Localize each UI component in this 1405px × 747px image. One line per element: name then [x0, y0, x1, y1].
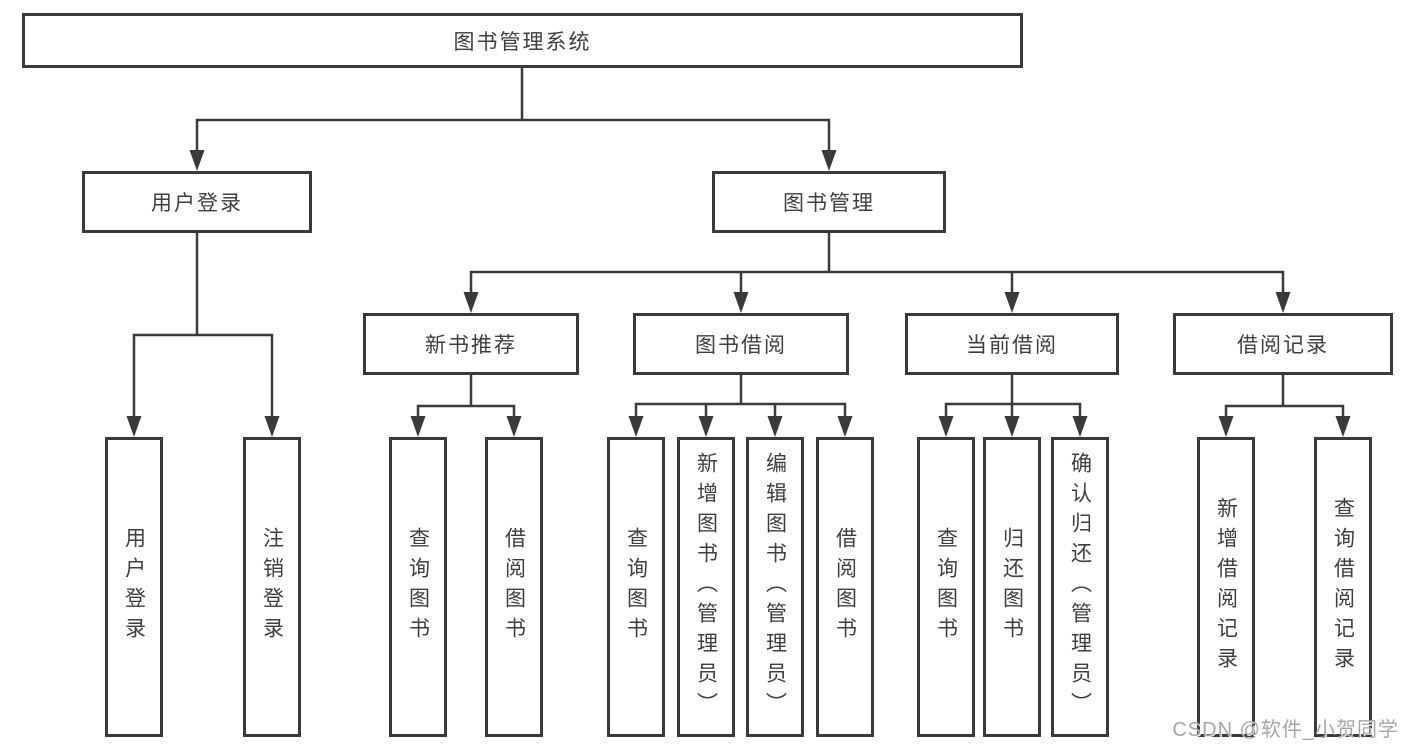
node-leaf-query-books: 查询图书 [389, 437, 447, 737]
connector-book-mgmt-group [469, 231, 1285, 297]
node-leaf-edit-book-admin: 编辑图书（管理员） [746, 437, 804, 737]
node-book-mgmt: 图书管理 [712, 171, 946, 233]
node-label: 图书借阅 [695, 334, 787, 357]
arrowhead [733, 292, 749, 313]
arrowhead [1072, 416, 1088, 437]
node-label: 查询图书 [406, 527, 430, 647]
node-leaf-add-borrow-record: 新增借阅记录 [1197, 437, 1255, 737]
node-label: 用户登录 [122, 527, 146, 647]
node-leaf-user-login: 用户登录 [105, 437, 163, 737]
arrowhead [1004, 416, 1020, 437]
arrowhead [938, 416, 954, 437]
arrowheads [126, 150, 1351, 437]
node-leaf-return-book: 归还图书 [983, 437, 1041, 737]
arrowhead [463, 292, 479, 313]
arrowhead [821, 150, 837, 171]
node-leaf-query-borrow-record: 查询借阅记录 [1314, 437, 1372, 737]
connector-user-login-group [132, 231, 274, 421]
node-label: 确认归还（管理员） [1068, 452, 1092, 722]
node-label: 归还图书 [1000, 527, 1024, 647]
connector-current-borrow-group [944, 373, 1082, 421]
node-leaf-confirm-return-admin: 确认归还（管理员） [1051, 437, 1109, 737]
node-label: 用户登录 [151, 192, 243, 215]
arrowhead [767, 416, 783, 437]
node-label: 编辑图书（管理员） [763, 452, 787, 722]
node-new-book-rec: 新书推荐 [363, 313, 579, 375]
arrowhead [1275, 292, 1291, 313]
arrowhead [628, 416, 644, 437]
node-leaf-query-books: 查询图书 [917, 437, 975, 737]
node-label: 当前借阅 [966, 334, 1058, 357]
arrowhead [126, 416, 142, 437]
arrowhead [410, 416, 426, 437]
arrowhead [1335, 416, 1351, 437]
node-leaf-borrow-books: 借阅图书 [485, 437, 543, 737]
node-label: 查询图书 [624, 527, 648, 647]
node-label: 查询借阅记录 [1331, 497, 1355, 677]
arrowhead [189, 150, 205, 171]
arrowhead [264, 416, 280, 437]
connector-new-rec-group [416, 373, 516, 421]
connector-book-borrow-group [634, 373, 847, 421]
node-root-label: 图书管理系统 [453, 30, 592, 54]
node-label: 新增图书（管理员） [694, 452, 718, 722]
node-label: 借阅图书 [833, 527, 857, 647]
arrowhead [837, 416, 853, 437]
node-leaf-query-books: 查询图书 [607, 437, 665, 737]
connector-root-to-branches [195, 66, 831, 155]
node-label: 借阅记录 [1237, 334, 1329, 357]
connector-borrow-record-group [1224, 373, 1345, 421]
node-leaf-add-book-admin: 新增图书（管理员） [677, 437, 735, 737]
node-borrow-record: 借阅记录 [1173, 313, 1393, 375]
node-label: 注销登录 [260, 527, 284, 647]
node-label: 新增借阅记录 [1214, 497, 1238, 677]
arrowhead [1218, 416, 1234, 437]
node-user-login: 用户登录 [82, 171, 312, 233]
csdn-watermark: CSDN @软件_小贺同学 [1172, 719, 1399, 741]
node-leaf-borrow-books: 借阅图书 [816, 437, 874, 737]
node-label: 新书推荐 [425, 334, 517, 357]
node-leaf-logout: 注销登录 [243, 437, 301, 737]
arrowhead [1004, 292, 1020, 313]
node-label: 借阅图书 [502, 527, 526, 647]
arrowhead [506, 416, 522, 437]
arrowhead [698, 416, 714, 437]
node-label: 图书管理 [783, 192, 875, 215]
node-root: 图书管理系统 [22, 13, 1023, 68]
node-label: 查询图书 [934, 527, 958, 647]
node-book-borrow: 图书借阅 [633, 313, 849, 375]
node-current-borrow: 当前借阅 [905, 313, 1119, 375]
